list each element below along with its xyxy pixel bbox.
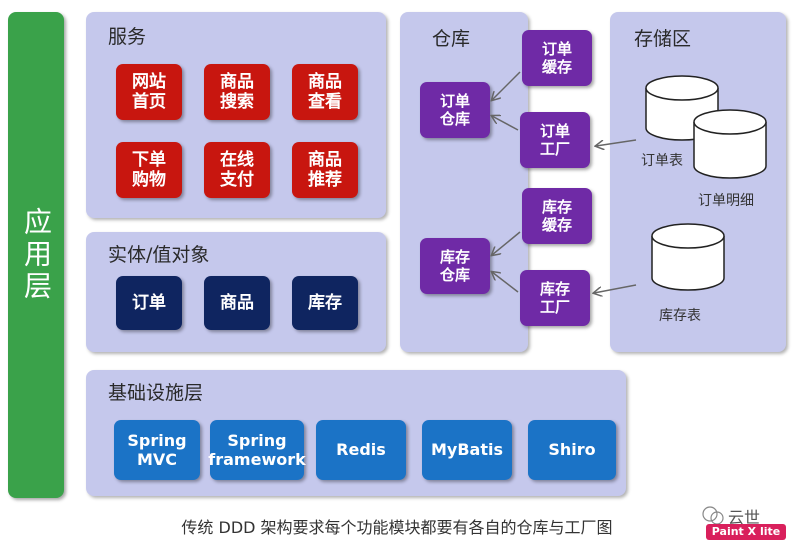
service-box-online-payment: 在线 支付 <box>204 142 270 198</box>
repository-panel: 仓库 <box>400 12 528 352</box>
watermark-badge: Paint X lite <box>706 524 786 540</box>
stock-repository-box: 库存 仓库 <box>420 238 490 294</box>
service-box-product-view: 商品 查看 <box>292 64 358 120</box>
watermark: 云世 Paint X lite <box>700 502 790 544</box>
order-detail-label: 订单明细 <box>698 193 754 209</box>
entity-box-order: 订单 <box>116 276 182 330</box>
order-factory-box: 订单 工厂 <box>520 112 590 168</box>
order-table-label: 订单表 <box>641 153 683 169</box>
service-box-place-order: 下单 购物 <box>116 142 182 198</box>
infra-box-mybatis: MyBatis <box>422 420 512 480</box>
application-layer-label: 应用层 <box>20 207 53 303</box>
entity-panel: 实体/值对象 订单 商品 库存 <box>86 232 386 352</box>
infra-box-spring-mvc: Spring MVC <box>114 420 200 480</box>
entity-panel-title: 实体/值对象 <box>108 244 210 266</box>
service-panel: 服务 网站 首页 商品 搜索 商品 查看 下单 购物 在线 支付 商品 推荐 <box>86 12 386 218</box>
stock-factory-box: 库存 工厂 <box>520 270 590 326</box>
stock-table-label: 库存表 <box>659 308 701 324</box>
infrastructure-panel-title: 基础设施层 <box>108 382 204 404</box>
service-box-product-recommend: 商品 推荐 <box>292 142 358 198</box>
infra-box-spring-framework: Spring framework <box>208 420 306 480</box>
application-layer-bar: 应用层 <box>8 12 64 498</box>
infra-box-shiro: Shiro <box>528 420 616 480</box>
entity-box-stock: 库存 <box>292 276 358 330</box>
watermark-text: 云世 <box>728 508 761 527</box>
service-panel-title: 服务 <box>108 26 147 48</box>
infra-box-redis: Redis <box>316 420 406 480</box>
storage-panel-title: 存储区 <box>634 28 692 50</box>
storage-panel: 存储区 <box>610 12 786 352</box>
infrastructure-panel: 基础设施层 Spring MVC Spring framework Redis … <box>86 370 626 496</box>
stock-cache-box: 库存 缓存 <box>522 188 592 244</box>
service-box-homepage: 网站 首页 <box>116 64 182 120</box>
order-cache-box: 订单 缓存 <box>522 30 592 86</box>
order-repository-box: 订单 仓库 <box>420 82 490 138</box>
service-box-product-search: 商品 搜索 <box>204 64 270 120</box>
figure-caption: 传统 DDD 架构要求每个功能模块都要有各自的仓库与工厂图 <box>181 518 613 537</box>
repository-panel-title: 仓库 <box>432 28 471 50</box>
entity-box-product: 商品 <box>204 276 270 330</box>
